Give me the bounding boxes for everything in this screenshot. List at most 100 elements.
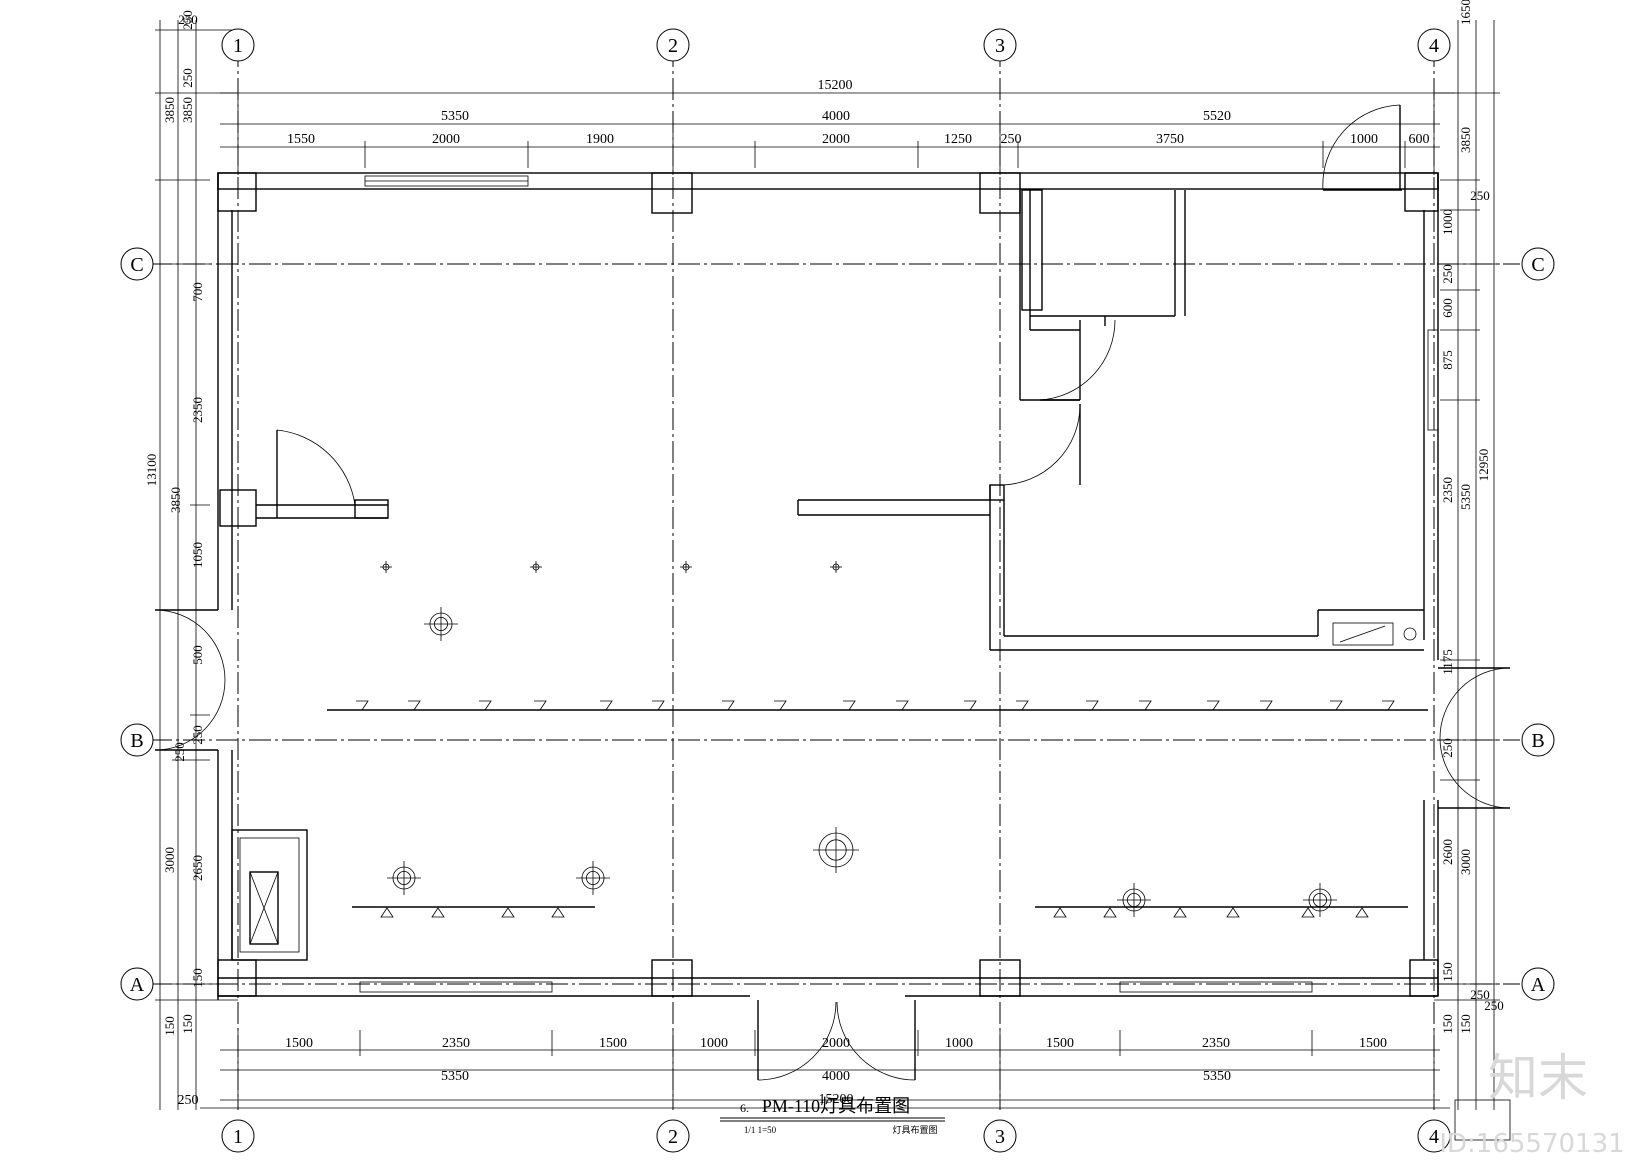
dim-right-outer-3: 3000 bbox=[1458, 849, 1473, 875]
dim-right-edge: 1650 bbox=[1458, 0, 1473, 25]
dim-top-mid-3: 5520 bbox=[1203, 109, 1231, 124]
drawing-title: PM-110灯具布置图 bbox=[762, 1096, 910, 1116]
track-spotlight-1 bbox=[356, 700, 369, 711]
track-spotlight-7 bbox=[722, 700, 735, 711]
downlight-ring-4 bbox=[1117, 883, 1151, 917]
dim-right-inner-9: 250 bbox=[1440, 738, 1455, 758]
track-spotlight-lower-right-4 bbox=[1226, 907, 1240, 918]
watermark-id: ID:165570131 bbox=[1439, 1129, 1624, 1159]
drawing-title-block: 6. PM-110灯具布置图 1/1 1=50 灯具布置图 bbox=[720, 1096, 945, 1135]
dim-right-inner-13: 150 bbox=[1440, 1014, 1455, 1034]
dim-left-outer-3: 3000 bbox=[162, 847, 177, 873]
axis-bubbles: 1 2 3 4 1 2 3 4 C B A C B A bbox=[120, 28, 1555, 1153]
dim-left-inner-11: 150 bbox=[190, 968, 205, 988]
dim-bottom-total: 15200 bbox=[819, 1092, 854, 1107]
track-spotlight-3 bbox=[479, 700, 492, 711]
dim-left-inner-12: 150 bbox=[180, 1014, 195, 1034]
track-spotlight-15 bbox=[1207, 700, 1220, 711]
title-subtitle: 灯具布置图 bbox=[892, 1124, 937, 1135]
downlight-ring-2 bbox=[387, 861, 421, 895]
axis-label-right-B: B bbox=[1531, 730, 1544, 752]
dim-right-inner-4: 250 bbox=[1440, 264, 1455, 284]
dim-bottom-detail-1: 1500 bbox=[285, 1036, 313, 1051]
dim-top-detail-8: 1000 bbox=[1350, 132, 1378, 147]
title-scale: 1/1 1=50 bbox=[744, 1125, 777, 1135]
axis-label-bottom-2: 2 bbox=[668, 1126, 678, 1148]
dim-left-inner-7: 500 bbox=[190, 645, 205, 665]
axis-label-left-C: C bbox=[130, 254, 143, 276]
dim-right-inner-8: 1175 bbox=[1440, 649, 1455, 675]
track-spotlight-lower-right-2 bbox=[1103, 907, 1117, 918]
dim-left-inner-3: 700 bbox=[190, 282, 205, 302]
dim-right-inner-2: 250 bbox=[1470, 188, 1490, 203]
dimension-lines bbox=[155, 20, 1500, 1110]
downlight-ring-5 bbox=[1303, 883, 1337, 917]
axis-label-top-1: 1 bbox=[233, 35, 243, 57]
dim-right-inner-7: 2350 bbox=[1440, 477, 1455, 503]
dim-left-outer-1: 3850 bbox=[162, 97, 177, 123]
track-spotlight-14 bbox=[1139, 700, 1152, 711]
downlight-ring-1 bbox=[424, 607, 458, 641]
dim-left-inner-4: 2350 bbox=[190, 397, 205, 423]
dim-left-edge: 250 bbox=[178, 12, 198, 27]
downlight-small-4 bbox=[830, 561, 842, 573]
track-spotlight-lower-right-1 bbox=[1053, 907, 1067, 918]
track-spotlight-6 bbox=[652, 700, 665, 711]
dim-left-inner-2: 3850 bbox=[180, 97, 195, 123]
dim-right-outer-1: 5350 bbox=[1458, 484, 1473, 510]
dim-top-detail-4: 2000 bbox=[822, 132, 850, 147]
walls bbox=[217, 172, 1511, 1141]
dim-left-inner-13: 250 bbox=[180, 68, 195, 88]
dim-right-inner-10: 2600 bbox=[1440, 839, 1455, 865]
track-spotlight-lower-left-1 bbox=[380, 907, 394, 918]
track-spotlight-11 bbox=[964, 700, 977, 711]
dim-top-detail-5: 1250 bbox=[944, 132, 972, 147]
downlight-small-3 bbox=[680, 561, 692, 573]
axis-label-right-C: C bbox=[1531, 254, 1544, 276]
dim-left-inner-10: 2650 bbox=[190, 855, 205, 881]
light-fixtures bbox=[327, 561, 1428, 918]
watermark: 知末 ID:165570131 bbox=[1439, 1049, 1624, 1159]
track-spotlight-lower-right-3 bbox=[1173, 907, 1187, 918]
dim-top-detail-3: 1900 bbox=[586, 132, 614, 147]
track-spotlight-17 bbox=[1330, 700, 1343, 711]
dim-top-detail-9: 600 bbox=[1409, 132, 1430, 147]
dim-left-inner-9: 250 bbox=[172, 742, 187, 762]
axis-label-bottom-3: 3 bbox=[995, 1126, 1005, 1148]
track-spotlight-12 bbox=[1016, 700, 1029, 711]
track-spotlight-10 bbox=[896, 700, 909, 711]
dim-right-inner-6: 875 bbox=[1440, 350, 1455, 370]
dim-bottom-mid-3: 5350 bbox=[1203, 1069, 1231, 1084]
track-spotlight-16 bbox=[1260, 700, 1273, 711]
dim-left-inner-1: 250 bbox=[180, 10, 195, 30]
axis-label-right-A: A bbox=[1531, 974, 1546, 996]
dim-bottom-detail-9: 1500 bbox=[1359, 1036, 1387, 1051]
dim-left-inner-8: 250 bbox=[190, 725, 205, 745]
axis-label-bottom-4: 4 bbox=[1429, 1126, 1439, 1148]
dim-bottom-detail-3: 1500 bbox=[599, 1036, 627, 1051]
track-spotlight-5 bbox=[600, 700, 613, 711]
axis-lines bbox=[150, 45, 1520, 1110]
dim-left-inner-6: 1050 bbox=[190, 542, 205, 568]
title-prefix: 6. bbox=[740, 1101, 749, 1115]
dim-bottom-mid-2: 4000 bbox=[822, 1069, 850, 1084]
track-spotlight-lower-left-2 bbox=[431, 907, 445, 918]
dim-right-inner-3: 1000 bbox=[1440, 209, 1455, 235]
dim-bottom-detail-8: 2350 bbox=[1202, 1036, 1230, 1051]
dim-right-outer-4: 150 bbox=[1458, 1014, 1473, 1034]
axis-label-left-B: B bbox=[130, 730, 143, 752]
track-spotlight-8 bbox=[774, 700, 787, 711]
axis-label-top-3: 3 bbox=[995, 35, 1005, 57]
track-spotlight-18 bbox=[1382, 700, 1395, 711]
doors bbox=[154, 104, 1511, 1081]
axis-label-bottom-1: 1 bbox=[233, 1126, 243, 1148]
dim-top-mid-1: 5350 bbox=[441, 109, 469, 124]
dim-right-inner-11: 150 bbox=[1440, 962, 1455, 982]
dim-top-detail-6: 250 bbox=[1001, 132, 1022, 147]
dim-top-detail-1: 1550 bbox=[287, 132, 315, 147]
downlight-ring-3 bbox=[576, 861, 610, 895]
axis-label-left-A: A bbox=[130, 974, 145, 996]
downlight-small-2 bbox=[530, 561, 542, 573]
dim-right-inner-12: 250 bbox=[1470, 987, 1490, 1002]
